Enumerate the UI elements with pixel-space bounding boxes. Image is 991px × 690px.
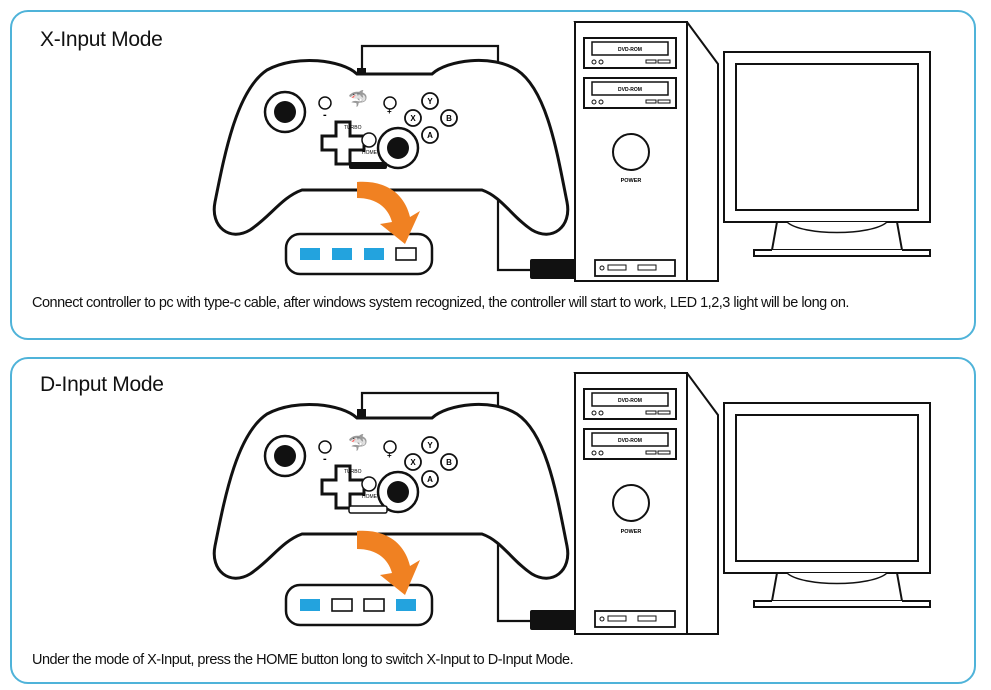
dvd-drive-1: DVD-ROM <box>583 388 677 420</box>
x-label: X <box>410 114 416 123</box>
plus-button <box>383 96 397 110</box>
orange-arrow <box>357 181 420 244</box>
a-button <box>421 126 439 144</box>
minus-label: - <box>323 453 327 465</box>
shark-logo-icon: 🦈 <box>348 89 368 108</box>
pc-tower: DVD-ROM DVD-ROM POWER <box>573 21 719 282</box>
gamepad: TURBO HOME - + 🦈 Y X B A <box>212 402 570 580</box>
power-label: POWER <box>621 529 642 535</box>
usb-ports <box>594 610 676 628</box>
dpad <box>320 464 366 510</box>
d-input-illustration: TURBO HOME - + 🦈 Y X B A <box>212 372 931 635</box>
a-label: A <box>427 131 433 140</box>
led-1 <box>300 248 320 260</box>
led-4 <box>396 599 416 611</box>
a-button <box>421 470 439 488</box>
power-label: POWER <box>621 178 642 184</box>
power-button <box>612 133 650 171</box>
dvd-label: DVD-ROM <box>618 87 642 93</box>
y-button <box>421 436 439 454</box>
x-input-panel: X-Input Mode TURBO HOME - + 🦈 <box>10 10 976 340</box>
minus-button <box>318 96 332 110</box>
minus-button <box>318 440 332 454</box>
led-1 <box>300 599 320 611</box>
dpad <box>320 120 366 166</box>
dvd-drive-2: DVD-ROM <box>583 77 677 109</box>
home-label: HOME <box>362 494 378 500</box>
usb-c-plug <box>357 409 366 423</box>
led-group <box>300 598 416 612</box>
monitor <box>723 402 931 608</box>
led-strip <box>348 505 388 514</box>
monitor <box>723 51 931 257</box>
x-button <box>404 453 422 471</box>
led-group <box>300 247 417 261</box>
home-button <box>361 132 377 148</box>
led-indicator-bar <box>284 232 434 276</box>
led-3 <box>364 248 384 260</box>
home-button <box>361 476 377 492</box>
x-label: X <box>410 458 416 467</box>
plus-label: + <box>387 451 392 460</box>
b-label: B <box>446 458 452 467</box>
led-2 <box>331 598 353 612</box>
d-input-panel: D-Input Mode TURBO HOME - + 🦈 Y <box>10 357 976 684</box>
b-button <box>440 453 458 471</box>
gamepad: TURBO HOME - + 🦈 Y X B A <box>212 58 570 236</box>
led-3 <box>363 598 385 612</box>
panel-caption: Under the mode of X-Input, press the HOM… <box>32 652 574 668</box>
dvd-label: DVD-ROM <box>618 438 642 444</box>
led-2 <box>332 248 352 260</box>
b-label: B <box>446 114 452 123</box>
panel-title: X-Input Mode <box>40 28 163 51</box>
dvd-label: DVD-ROM <box>618 47 642 53</box>
usb-cable <box>360 44 532 272</box>
turbo-label: TURBO <box>344 469 362 475</box>
dvd-drive-2: DVD-ROM <box>583 428 677 460</box>
y-label: Y <box>427 97 433 106</box>
led-indicator-bar <box>284 583 434 627</box>
x-button <box>404 109 422 127</box>
dvd-label: DVD-ROM <box>618 398 642 404</box>
home-label: HOME <box>362 150 378 156</box>
usb-cable <box>360 391 532 623</box>
power-button <box>612 484 650 522</box>
shark-logo-icon: 🦈 <box>348 433 368 452</box>
turbo-label: TURBO <box>344 125 362 131</box>
led-4 <box>395 247 417 261</box>
usb-ports <box>594 259 676 277</box>
dvd-drive-1: DVD-ROM <box>583 37 677 69</box>
panel-caption: Connect controller to pc with type-c cab… <box>32 295 849 311</box>
b-button <box>440 109 458 127</box>
minus-label: - <box>323 109 327 121</box>
panel-title: D-Input Mode <box>40 373 164 396</box>
plus-button <box>383 440 397 454</box>
orange-arrow <box>357 530 420 595</box>
x-input-illustration: TURBO HOME - + 🦈 Y X B A <box>212 21 931 282</box>
led-strip <box>349 162 387 169</box>
y-button <box>421 92 439 110</box>
plus-label: + <box>387 107 392 116</box>
pc-tower: DVD-ROM DVD-ROM POWER <box>573 372 719 635</box>
a-label: A <box>427 475 433 484</box>
y-label: Y <box>427 441 433 450</box>
